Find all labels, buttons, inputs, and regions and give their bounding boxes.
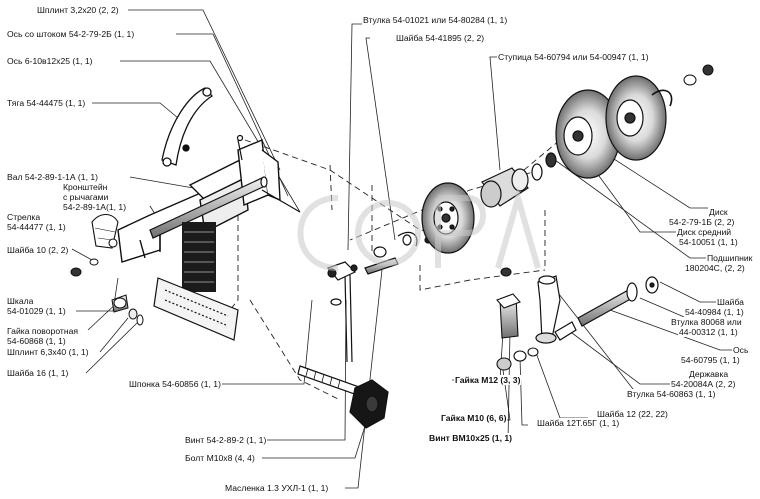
leader-podshipnik	[554, 159, 706, 259]
stupitsa-hub	[480, 152, 557, 208]
os-axle	[577, 276, 659, 327]
label-shaiba-12t: Шайба 12Т.65Г (1, 1)	[536, 418, 621, 428]
label-os-54-60795-2: 54-60795 (1, 1)	[680, 355, 741, 365]
label-vint-bm10: Винт ВМ10х25 (1, 1)	[428, 433, 513, 443]
top-right-fasteners	[651, 64, 714, 107]
label-vtulka-80068-1: Втулка 80068 или	[670, 317, 743, 327]
vertical-rod	[326, 231, 432, 363]
leader-shaiba-10	[71, 248, 93, 261]
val-shaft	[149, 176, 268, 239]
label-disk-sredniy-1: Диск средний	[676, 227, 733, 237]
label-shaiba-10: Шайба 10 (2, 2)	[6, 245, 70, 255]
label-gaika-povorotnaya-1: Гайка поворотная	[6, 326, 80, 336]
label-os-6-10: Ось 6-10в12х25 (1, 1)	[6, 56, 94, 66]
label-shaiba-54-41895: Шайба 54-41895 (2, 2)	[395, 33, 486, 43]
label-derzhavka-1: Державка	[688, 369, 730, 379]
label-vtulka-54-01021: Втулка 54-01021 или 54-80284 (1, 1)	[362, 15, 509, 25]
label-val: Вал 54-2-89-1-1А (1, 1)	[6, 172, 99, 182]
label-shkala-2: 54-01029 (1, 1)	[6, 306, 67, 316]
tyaga-link	[161, 87, 213, 167]
label-bolt-m10x8: Болт М10х8 (4, 4)	[184, 453, 256, 463]
label-disk-sredniy-2: 54-10051 (1, 1)	[678, 237, 739, 247]
label-shaiba-12: Шайба 12 (22, 22)	[596, 409, 669, 419]
label-shaiba-16: Шайба 16 (1, 1)	[6, 368, 70, 378]
label-shponka: Шпонка 54-60856 (1, 1)	[128, 379, 222, 389]
leader-tyaga	[92, 102, 179, 119]
label-kronshtein-1: Кронштейн	[62, 182, 109, 192]
label-podshipnik-1: Подшипник	[706, 253, 754, 263]
label-kronshtein-3: 54-2-89-1А(1, 1)	[62, 202, 128, 212]
label-podshipnik-2: 180204С, (2, 2)	[684, 263, 746, 273]
leader-shaiba-12	[534, 349, 588, 419]
leader-shkala	[76, 277, 119, 312]
leader-os-so-shtokom	[176, 33, 289, 197]
leader-shaiba-16	[85, 321, 139, 374]
label-shaiba-54-40984-2: 54-40984 (1, 1)	[684, 307, 745, 317]
label-strelka-1: Стрелка	[6, 212, 42, 222]
vint-screw	[297, 365, 389, 429]
leader-vtulka-54-01021	[347, 23, 362, 251]
label-gaika-povorotnaya-2: 54-60868 (1, 1)	[6, 336, 67, 346]
disk-back	[605, 75, 667, 161]
label-os-so-shtokom: Ось со штоком 54-2-79-2Б (1, 1)	[6, 29, 136, 39]
leader-vint-54	[260, 299, 347, 441]
shponka-plate	[153, 277, 239, 341]
label-stupitsa: Ступица 54-60794 или 54-00947 (1, 1)	[497, 52, 650, 62]
label-os-54-60795-1: Ось	[732, 345, 750, 355]
label-maslenka: Масленка 1.3 УХЛ-1 (1, 1)	[224, 483, 330, 493]
label-strelka-2: 54-44477 (1, 1)	[6, 222, 67, 232]
label-gaika-m12: Гайка М12 (3, 3)	[454, 375, 522, 385]
disk-middle	[555, 89, 621, 179]
label-vtulka-80068-2: 44-00312 (1, 1)	[678, 327, 739, 337]
leader-shaiba-54-40984	[659, 281, 716, 303]
label-kronshtein-2: с рычагами	[62, 192, 110, 202]
label-shkala-1: Шкала	[6, 296, 35, 306]
leader-stupitsa	[489, 56, 501, 171]
label-shplint-3-2x20: Шплинт 3,2х20 (2, 2)	[36, 5, 120, 15]
disk-front	[421, 182, 475, 254]
label-vtulka-54-60863: Втулка 54-60863 (1, 1)	[626, 389, 717, 399]
leader-shplint-6-3	[99, 317, 129, 353]
leader-vint-bm10	[440, 329, 511, 443]
leader-shponka	[212, 299, 313, 385]
leader-disk	[599, 149, 708, 209]
strelka-dial	[91, 213, 119, 249]
label-disk-2: 54-2-79-1Б (2, 2)	[668, 217, 736, 227]
os-so-shtokom-rod	[236, 134, 301, 213]
leader-gaika-m12	[452, 299, 506, 381]
leader-shaiba-12t	[519, 357, 528, 426]
leader-shaiba-54-41895	[365, 37, 396, 241]
left-small-parts	[70, 258, 144, 326]
label-shplint-6-3x40: Шплинт 6,3х40 (1, 1)	[6, 347, 90, 357]
leader-shplint-3-2	[128, 9, 281, 171]
label-gaika-m10: Гайка М10 (6, 6)	[440, 413, 508, 423]
leader-maslenka	[345, 269, 383, 489]
label-derzhavka-2: 54-20084А (2, 2)	[670, 379, 737, 389]
leader-bolt-m10x8	[262, 409, 371, 459]
leader-derzhavka	[567, 329, 692, 385]
comb-plate	[182, 222, 216, 292]
label-vint-54: Винт 54-2-89-2 (1, 1)	[184, 435, 268, 445]
label-shaiba-54-40984-1: Шайба	[716, 297, 745, 307]
label-tyaga: Тяга 54-44475 (1, 1)	[6, 98, 87, 108]
derzhavka-holder	[535, 275, 577, 344]
label-disk-1: Диск	[708, 207, 729, 217]
center-bottom-fasteners	[496, 267, 539, 371]
